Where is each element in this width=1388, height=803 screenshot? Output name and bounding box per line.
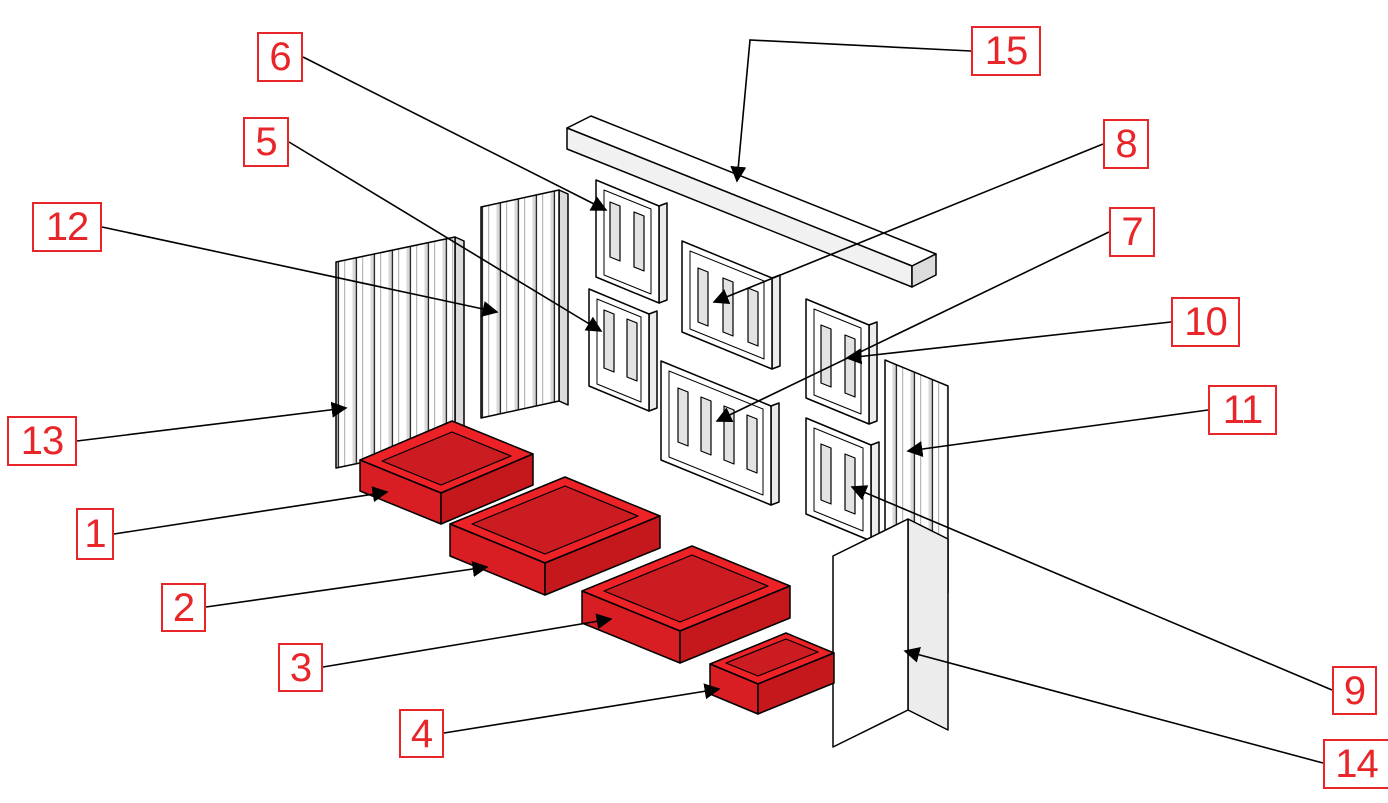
panel-7-inner-frame bbox=[668, 370, 764, 496]
panel-10-inner-frame bbox=[813, 308, 862, 415]
baffle-end-face bbox=[911, 253, 937, 288]
panel-7-slot bbox=[746, 414, 758, 474]
panel-12-ribbed-face bbox=[480, 189, 560, 419]
panel-8-inner-frame bbox=[689, 250, 765, 360]
leader-line-14 bbox=[903, 646, 1324, 764]
part-baffle-plate-15 bbox=[566, 115, 937, 288]
callout-6: 6 bbox=[257, 32, 303, 82]
callout-12: 12 bbox=[32, 202, 102, 252]
panel-12-edge-face bbox=[558, 189, 569, 406]
leader-line-8 bbox=[712, 143, 1104, 304]
panel-10-slot bbox=[844, 334, 856, 398]
brick-1-recess bbox=[381, 431, 512, 486]
panel-7-edge-face bbox=[770, 402, 780, 506]
brick-4-side-face bbox=[757, 652, 835, 715]
part-side-plate-14 bbox=[832, 518, 949, 748]
leader-line-13 bbox=[76, 401, 348, 442]
panel-9-slot bbox=[844, 453, 856, 515]
leader-line-2 bbox=[205, 561, 489, 608]
part-side-panel-12 bbox=[480, 189, 569, 419]
callout-1: 1 bbox=[76, 508, 114, 560]
leader-line-5 bbox=[288, 141, 603, 332]
panel-5-edge-face bbox=[648, 310, 658, 412]
leader-line-7 bbox=[715, 231, 1110, 422]
leader-line-9 bbox=[850, 485, 1333, 691]
part-back-panel-5 bbox=[588, 288, 658, 412]
panel-6-inner-frame bbox=[603, 189, 652, 295]
callout-7: 7 bbox=[1109, 207, 1155, 257]
brick-1-side-face bbox=[440, 453, 534, 525]
callout-15: 15 bbox=[971, 26, 1041, 76]
leader-line-11 bbox=[906, 409, 1209, 457]
panel-5-inner-frame bbox=[596, 298, 642, 403]
part-brick-2 bbox=[449, 476, 661, 596]
part-brick-1 bbox=[359, 420, 534, 525]
panel-13-edge-face bbox=[454, 236, 465, 448]
part-brick-4 bbox=[709, 632, 835, 715]
panel-8-slot bbox=[697, 267, 709, 327]
panel-10-edge-face bbox=[868, 321, 878, 425]
brick-2-recess bbox=[471, 485, 639, 555]
plate-14-face bbox=[832, 518, 909, 748]
panel-9-slot bbox=[820, 443, 832, 505]
panel-10-face bbox=[805, 298, 870, 425]
leader-line-1 bbox=[113, 486, 389, 535]
part-back-panel-7 bbox=[660, 360, 780, 506]
leader-lines bbox=[76, 39, 1333, 764]
callout-3: 3 bbox=[278, 643, 323, 692]
callout-8: 8 bbox=[1103, 119, 1149, 169]
part-back-panel-10 bbox=[805, 298, 878, 425]
brick-4-recess bbox=[725, 638, 819, 677]
panel-9-face bbox=[805, 417, 872, 542]
part-back-panel-6 bbox=[595, 179, 668, 304]
panel-8-slot bbox=[722, 277, 734, 337]
callout-10: 10 bbox=[1171, 297, 1240, 347]
plate-14-edge-face bbox=[907, 518, 949, 731]
panel-9-inner-frame bbox=[813, 427, 864, 532]
panel-6-edge-face bbox=[658, 202, 668, 304]
brick-3-recess bbox=[603, 554, 769, 623]
panel-10-slot bbox=[820, 324, 832, 388]
callout-2: 2 bbox=[161, 583, 206, 632]
part-back-panel-9 bbox=[805, 417, 880, 542]
callout-5: 5 bbox=[243, 117, 289, 167]
leader-line-3 bbox=[322, 613, 613, 668]
panel-8-slot bbox=[747, 287, 759, 347]
panel-6-slot bbox=[633, 211, 645, 272]
panel-8-edge-face bbox=[771, 274, 781, 370]
callout-13: 13 bbox=[7, 416, 77, 466]
panel-6-slot bbox=[609, 201, 621, 262]
callout-11: 11 bbox=[1208, 385, 1277, 435]
panel-5-slot bbox=[626, 318, 638, 382]
panel-9-edge-face bbox=[870, 441, 880, 542]
callout-9: 9 bbox=[1332, 666, 1377, 715]
callout-4: 4 bbox=[399, 709, 444, 758]
part-back-panel-8 bbox=[681, 240, 781, 370]
panel-5-slot bbox=[603, 309, 615, 373]
brick-3-side-face bbox=[679, 585, 791, 664]
leader-line-6 bbox=[302, 56, 608, 211]
parts-group bbox=[335, 115, 949, 748]
part-brick-3 bbox=[581, 545, 791, 664]
panel-7-slot bbox=[677, 387, 689, 447]
callout-14: 14 bbox=[1323, 739, 1388, 789]
leader-line-4 bbox=[443, 683, 721, 734]
leader-line-10 bbox=[845, 321, 1172, 365]
leader-line-12 bbox=[101, 226, 499, 317]
brick-2-side-face bbox=[544, 515, 661, 596]
panel-7-slot bbox=[700, 396, 712, 456]
leader-line-15 bbox=[730, 39, 972, 183]
